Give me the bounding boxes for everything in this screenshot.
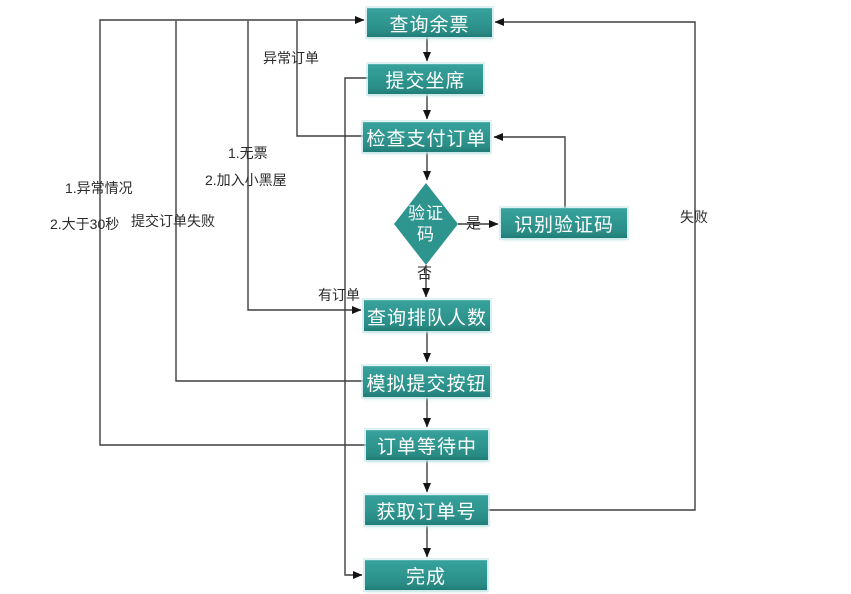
label-no: 否 (417, 265, 433, 282)
edge-order-waiting-to-query-tickets (99, 16, 366, 446)
edge-submit-seat-to-done (344, 77, 368, 579)
node-label-submit-seat: 提交坐席 (385, 71, 466, 92)
node-label-order-waiting: 订单等待中 (376, 437, 477, 458)
label-over-30s: 2.大于30秒 (50, 216, 120, 232)
label-submit-order-failed: 提交订单失败 (131, 213, 215, 229)
node-query-tickets: 查询余票 (367, 8, 492, 37)
node-recognize-captcha: 识别验证码 (501, 208, 627, 238)
label-yes: 是 (466, 215, 482, 232)
node-label-get-order-number: 获取订单号 (376, 502, 477, 523)
node-check-payment-order: 检查支付订单 (363, 122, 490, 152)
label-fail: 失败 (680, 209, 708, 225)
node-get-order-number: 获取订单号 (365, 495, 488, 525)
label-has-order: 有订单 (318, 287, 360, 303)
node-label-recognize-captcha: 识别验证码 (513, 215, 614, 236)
node-label-simulate-submit-button: 模拟提交按钮 (366, 373, 487, 395)
node-submit-seat: 提交坐席 (368, 64, 483, 94)
label-no-ticket: 1.无票 (228, 145, 268, 161)
node-label-captcha-decision: 验证码 (408, 203, 444, 244)
node-label-check-payment-order: 检查支付订单 (366, 129, 487, 150)
node-label-query-queue-count: 查询排队人数 (366, 307, 487, 329)
label-abnormal-case: 1.异常情况 (65, 180, 133, 196)
node-order-waiting: 订单等待中 (366, 430, 488, 460)
node-label-done: 完成 (405, 567, 446, 588)
node-label-query-tickets: 查询余票 (389, 14, 470, 36)
edge-get-order-fail-to-query-tickets (488, 18, 696, 511)
label-blacklist: 2.加入小黑屋 (205, 172, 287, 188)
node-query-queue-count: 查询排队人数 (364, 300, 490, 331)
node-simulate-submit-button: 模拟提交按钮 (363, 366, 490, 397)
edge-recognize-to-check-payment (493, 133, 566, 208)
label-abnormal-order: 异常订单 (263, 50, 319, 66)
node-done: 完成 (365, 560, 487, 590)
edge-simulate-submit-return (175, 21, 363, 382)
edge-has-order-to-queue-count (247, 21, 362, 314)
edge-check-payment-return (296, 21, 363, 137)
